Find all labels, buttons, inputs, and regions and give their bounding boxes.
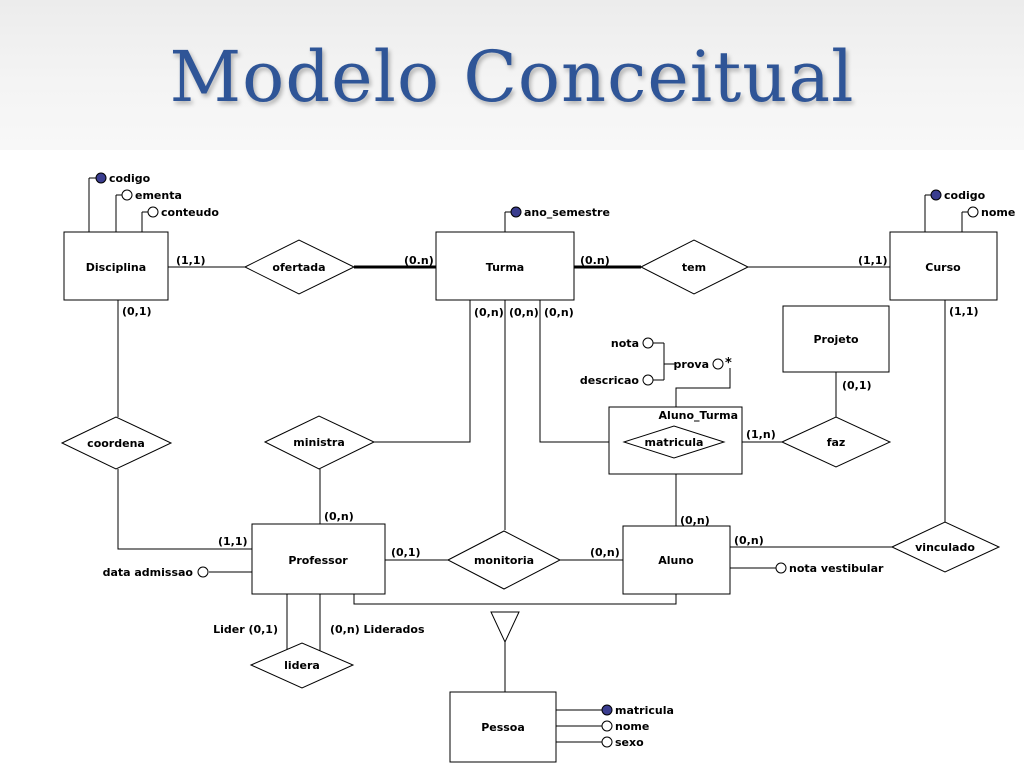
entity-projeto: Projeto: [782, 305, 890, 373]
attr-disciplina-conteudo: conteudo: [161, 206, 219, 219]
attr-prova: prova: [674, 358, 709, 371]
attribute-icon: [642, 374, 654, 386]
relationship-ofertada-label: ofertada: [272, 261, 325, 274]
relationship-matricula: matricula: [622, 425, 726, 459]
relationship-monitoria-label: monitoria: [474, 554, 534, 567]
relationship-coordena: coordena: [60, 416, 173, 470]
attr-descricao: descricao: [580, 374, 640, 387]
identifier-attribute-icon: [510, 206, 522, 218]
attr-pessoa-matricula: matricula: [615, 704, 674, 717]
card-curso-vinculado: (1,1): [949, 305, 979, 318]
card-aluno-turma-faz: (1,n): [746, 428, 776, 441]
attribute-icon: [601, 736, 613, 748]
card-turma-tem: (0.n): [580, 254, 610, 267]
connectors: [88, 177, 968, 743]
attr-data-admissao: data admissao: [103, 566, 194, 579]
attr-disciplina-ementa: ementa: [135, 189, 182, 202]
identifier-attribute-icon: [95, 172, 107, 184]
attributes: codigo ementa conteudo ano_semestre codi…: [95, 172, 1015, 749]
identifier-attribute-icon: [601, 704, 613, 716]
card-turma-ministra: (0,n): [474, 306, 504, 319]
card-disciplina-ofertada: (1,1): [176, 254, 206, 267]
relationship-vinculado-label: vinculado: [915, 541, 975, 554]
card-lider: Lider (0,1): [213, 623, 278, 636]
attr-curso-nome: nome: [981, 206, 1015, 219]
relationship-ministra: ministra: [263, 415, 376, 470]
relationship-faz-label: faz: [827, 436, 846, 449]
entity-turma: Turma: [435, 231, 575, 301]
entity-professor-label: Professor: [288, 554, 348, 567]
card-professor-ministra: (0,n): [324, 510, 354, 523]
attr-pessoa-nome: nome: [615, 720, 649, 733]
entity-pessoa-label: Pessoa: [481, 721, 525, 734]
card-curso-tem: (1,1): [858, 254, 888, 267]
attr-disciplina-codigo: codigo: [109, 172, 151, 185]
entity-professor: Professor: [251, 523, 386, 595]
relationship-tem: tem: [639, 239, 750, 295]
slide-header: Modelo Conceitual: [0, 0, 1024, 150]
entity-aluno-label: Aluno: [658, 554, 694, 567]
relationship-matricula-label: matricula: [645, 436, 704, 449]
card-disciplina-coordena: (0,1): [122, 305, 152, 318]
entity-projeto-label: Projeto: [813, 333, 859, 346]
card-projeto-faz: (0,1): [842, 379, 872, 392]
card-aluno-vinculado: (0,n): [734, 534, 764, 547]
entity-turma-label: Turma: [486, 261, 524, 274]
attribute-icon: [197, 566, 209, 578]
relationship-ofertada: ofertada: [243, 239, 356, 295]
attr-nota: nota: [611, 337, 639, 350]
card-turma-monitoria: (0,n): [509, 306, 539, 319]
card-professor-monitoria: (0,1): [391, 546, 421, 559]
cardinalities: (1,1) (0.n) (0.n) (1,1) (0,1) (0,n) (0,n…: [122, 254, 979, 636]
relationship-lidera-label: lidera: [284, 659, 320, 672]
entity-curso: Curso: [889, 231, 998, 301]
entity-disciplina-label: Disciplina: [86, 261, 146, 274]
entity-curso-label: Curso: [925, 261, 961, 274]
entity-pessoa: Pessoa: [449, 691, 557, 763]
er-diagram: Disciplina Turma Curso Projeto Aluno_Tur…: [60, 172, 1015, 763]
attribute-icon: [642, 337, 654, 349]
card-turma-ofertada: (0.n): [404, 254, 434, 267]
relationship-monitoria: monitoria: [446, 530, 562, 590]
entity-disciplina: Disciplina: [63, 231, 169, 301]
identifier-attribute-icon: [930, 189, 942, 201]
card-aluno-monitoria: (0,n): [590, 546, 620, 559]
attribute-icon: [775, 562, 787, 574]
relationship-vinculado: vinculado: [890, 521, 1001, 573]
attribute-icon: [967, 206, 979, 218]
attribute-icon: [121, 189, 133, 201]
entity-aluno-turma-label: Aluno_Turma: [659, 409, 738, 422]
card-liderados: (0,n) Liderados: [330, 623, 425, 636]
attr-turma-ano-semestre: ano_semestre: [524, 206, 610, 219]
attr-curso-codigo: codigo: [944, 189, 986, 202]
card-turma-matricula: (0,n): [544, 306, 574, 319]
slide-title: Modelo Conceitual: [169, 36, 855, 118]
relationship-lidera: lidera: [249, 642, 355, 689]
relationship-faz: faz: [780, 416, 892, 468]
card-aluno-matricula: (0,n): [680, 514, 710, 527]
attr-pessoa-sexo: sexo: [615, 736, 644, 749]
relationship-coordena-label: coordena: [87, 437, 145, 450]
card-professor-coordena: (1,1): [218, 535, 248, 548]
multivalued-asterisk-icon: *: [725, 356, 732, 371]
attribute-icon: [147, 206, 159, 218]
attribute-icon: [601, 720, 613, 732]
entity-aluno: Aluno: [622, 525, 731, 595]
attr-nota-vestibular: nota vestibular: [789, 562, 884, 575]
relationship-ministra-label: ministra: [293, 436, 345, 449]
attribute-icon: [712, 358, 724, 370]
relationship-tem-label: tem: [682, 261, 706, 274]
